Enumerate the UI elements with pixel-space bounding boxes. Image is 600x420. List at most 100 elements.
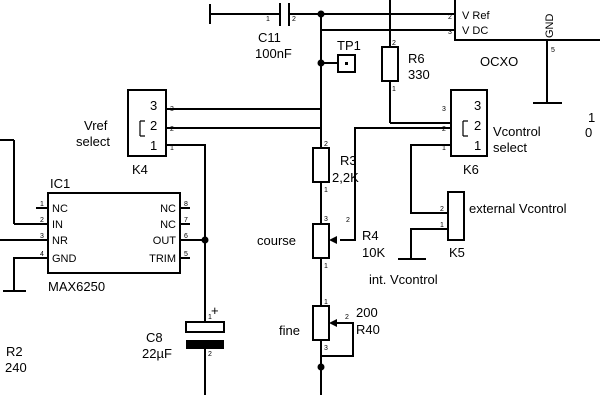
wire-k6-pin1 <box>410 144 451 214</box>
r4-value: 10K <box>362 245 385 260</box>
ocxo-pin-vdc: V DC <box>462 25 488 37</box>
wire-k4-pin1 <box>166 144 206 322</box>
ocxo-module: V Ref V DC 2 3 GND 5 OCXO <box>321 0 600 104</box>
int-vcontrol-label: int. Vcontrol <box>369 272 438 287</box>
ic1-pin-num-right: 7 <box>184 217 188 224</box>
r40-pin3: 3 <box>324 345 328 352</box>
jumper-k4: 3 2 1 3 2 1 K4 Vref select <box>76 89 174 177</box>
r3-ref: R3 <box>340 153 357 168</box>
r3-pin2: 2 <box>324 141 328 148</box>
ic1-pin-num-right: 5 <box>184 251 188 258</box>
r4-pin3: 3 <box>324 216 328 223</box>
ocxo-pin-vref: V Ref <box>462 10 490 22</box>
r40-value: 200 <box>356 305 378 320</box>
connector-k5: 2 1 K5 external Vcontrol <box>440 191 567 260</box>
wire-ic1-gnd <box>13 257 48 291</box>
r4-pin1: 1 <box>324 263 328 270</box>
k6-pos1: 1 <box>474 138 481 153</box>
r2-value: 240 <box>5 360 27 375</box>
r40-ref: R40 <box>356 322 380 337</box>
potentiometer-r40: 1 2 3 fine 200 R40 <box>279 299 380 395</box>
jumper-k6: 3 2 1 3 2 1 K6 Vcontrol select <box>442 89 541 177</box>
ic1-pin-num-right: 6 <box>184 233 188 240</box>
k4-ref: K4 <box>132 162 148 177</box>
k6-label-line2: select <box>493 140 527 155</box>
k4-pos3: 3 <box>150 98 157 113</box>
ic1-pin-name-right: NC <box>160 219 176 231</box>
ic1-pin-num-right: 8 <box>184 201 188 208</box>
k6-label-line1: Vcontrol <box>493 124 541 139</box>
wire-r4-wiper <box>340 218 356 241</box>
resistor-r3: 2 1 R3 2,2K <box>312 128 359 224</box>
ic1-ref: IC1 <box>50 176 70 191</box>
k6-ref: K6 <box>463 162 479 177</box>
c8-pin2: 2 <box>208 351 212 358</box>
r40-pin1: 1 <box>324 299 328 306</box>
potentiometer-r4: 3 2 1 course R4 10K <box>257 216 385 306</box>
ocxo-pin3: 3 <box>448 29 452 36</box>
r40-pin2: 2 <box>345 314 349 321</box>
k6-pin1: 1 <box>442 145 446 152</box>
r6-pin1: 1 <box>392 86 396 93</box>
tp1-ref: TP1 <box>337 38 361 53</box>
ic1-part: MAX6250 <box>48 279 105 294</box>
k4-pos1: 1 <box>150 138 157 153</box>
ic1-pin-num-left: 4 <box>40 251 44 258</box>
k4-label-line2: select <box>76 134 110 149</box>
ic1-pin-num-left: 1 <box>40 201 44 208</box>
test-point-tp1: TP1 <box>321 38 361 73</box>
ocxo-ref: OCXO <box>480 54 518 69</box>
ocxo-pin2: 2 <box>448 14 452 21</box>
k4-pin2: 2 <box>170 126 174 133</box>
ic1-pin-name-left: GND <box>52 253 77 265</box>
capacitor-c11: 1 2 C11 100nF <box>209 3 455 61</box>
resistor-r6: 2 1 R6 330 <box>381 14 455 124</box>
k5-ref: K5 <box>449 245 465 260</box>
k6-pos2: 2 <box>474 118 481 133</box>
r6-value: 330 <box>408 67 430 82</box>
c11-pin1: 1 <box>266 16 270 23</box>
ic1-pin-name-left: NR <box>52 235 68 247</box>
junction-dot <box>201 236 209 244</box>
k4-pin1: 1 <box>170 145 174 152</box>
capacitor-c8: + 1 2 C8 22µF <box>142 303 225 395</box>
edge-label-top: 1 <box>588 110 595 125</box>
r4-ref: R4 <box>362 228 379 243</box>
r3-value: 2,2K <box>332 170 359 185</box>
c11-pin2: 2 <box>292 16 296 23</box>
ocxo-pin-gnd: GND <box>544 14 556 39</box>
edge-label-mid: 0 <box>585 125 592 140</box>
ic1-pin-name-left: IN <box>52 219 63 231</box>
r6-pin2: 2 <box>392 40 396 47</box>
r3-pin1: 1 <box>324 187 328 194</box>
ic1-pin-name-right: TRIM <box>149 253 176 265</box>
r4-pin2: 2 <box>346 217 350 224</box>
k4-label-line1: Vref <box>84 118 108 133</box>
k4-pos2: 2 <box>150 118 157 133</box>
c8-pin1: 1 <box>208 314 212 321</box>
r4-label: course <box>257 233 296 248</box>
ic1-pin-name-right: OUT <box>153 235 177 247</box>
k5-pin1: 1 <box>440 222 444 229</box>
wire-k6-pin2 <box>354 127 451 218</box>
c8-ref: C8 <box>146 330 163 345</box>
k6-pin2: 2 <box>442 126 446 133</box>
ic1-pin-name-left: NC <box>52 203 68 215</box>
wire-k5-gnd <box>410 228 448 258</box>
r2-ref: R2 <box>6 344 23 359</box>
c11-ref: C11 <box>258 30 281 45</box>
ic1-pin-num-left: 3 <box>40 233 44 240</box>
k6-pos3: 3 <box>474 98 481 113</box>
k5-pin2: 2 <box>440 206 444 213</box>
ic1-pin-num-left: 2 <box>40 217 44 224</box>
c8-polarity: + <box>211 303 219 318</box>
c11-value: 100nF <box>255 46 292 61</box>
k6-pin3: 3 <box>442 106 446 113</box>
ocxo-pin5: 5 <box>551 47 555 54</box>
r40-label: fine <box>279 323 300 338</box>
r6-ref: R6 <box>408 51 425 66</box>
k5-label: external Vcontrol <box>469 201 567 216</box>
c8-value: 22µF <box>142 346 172 361</box>
